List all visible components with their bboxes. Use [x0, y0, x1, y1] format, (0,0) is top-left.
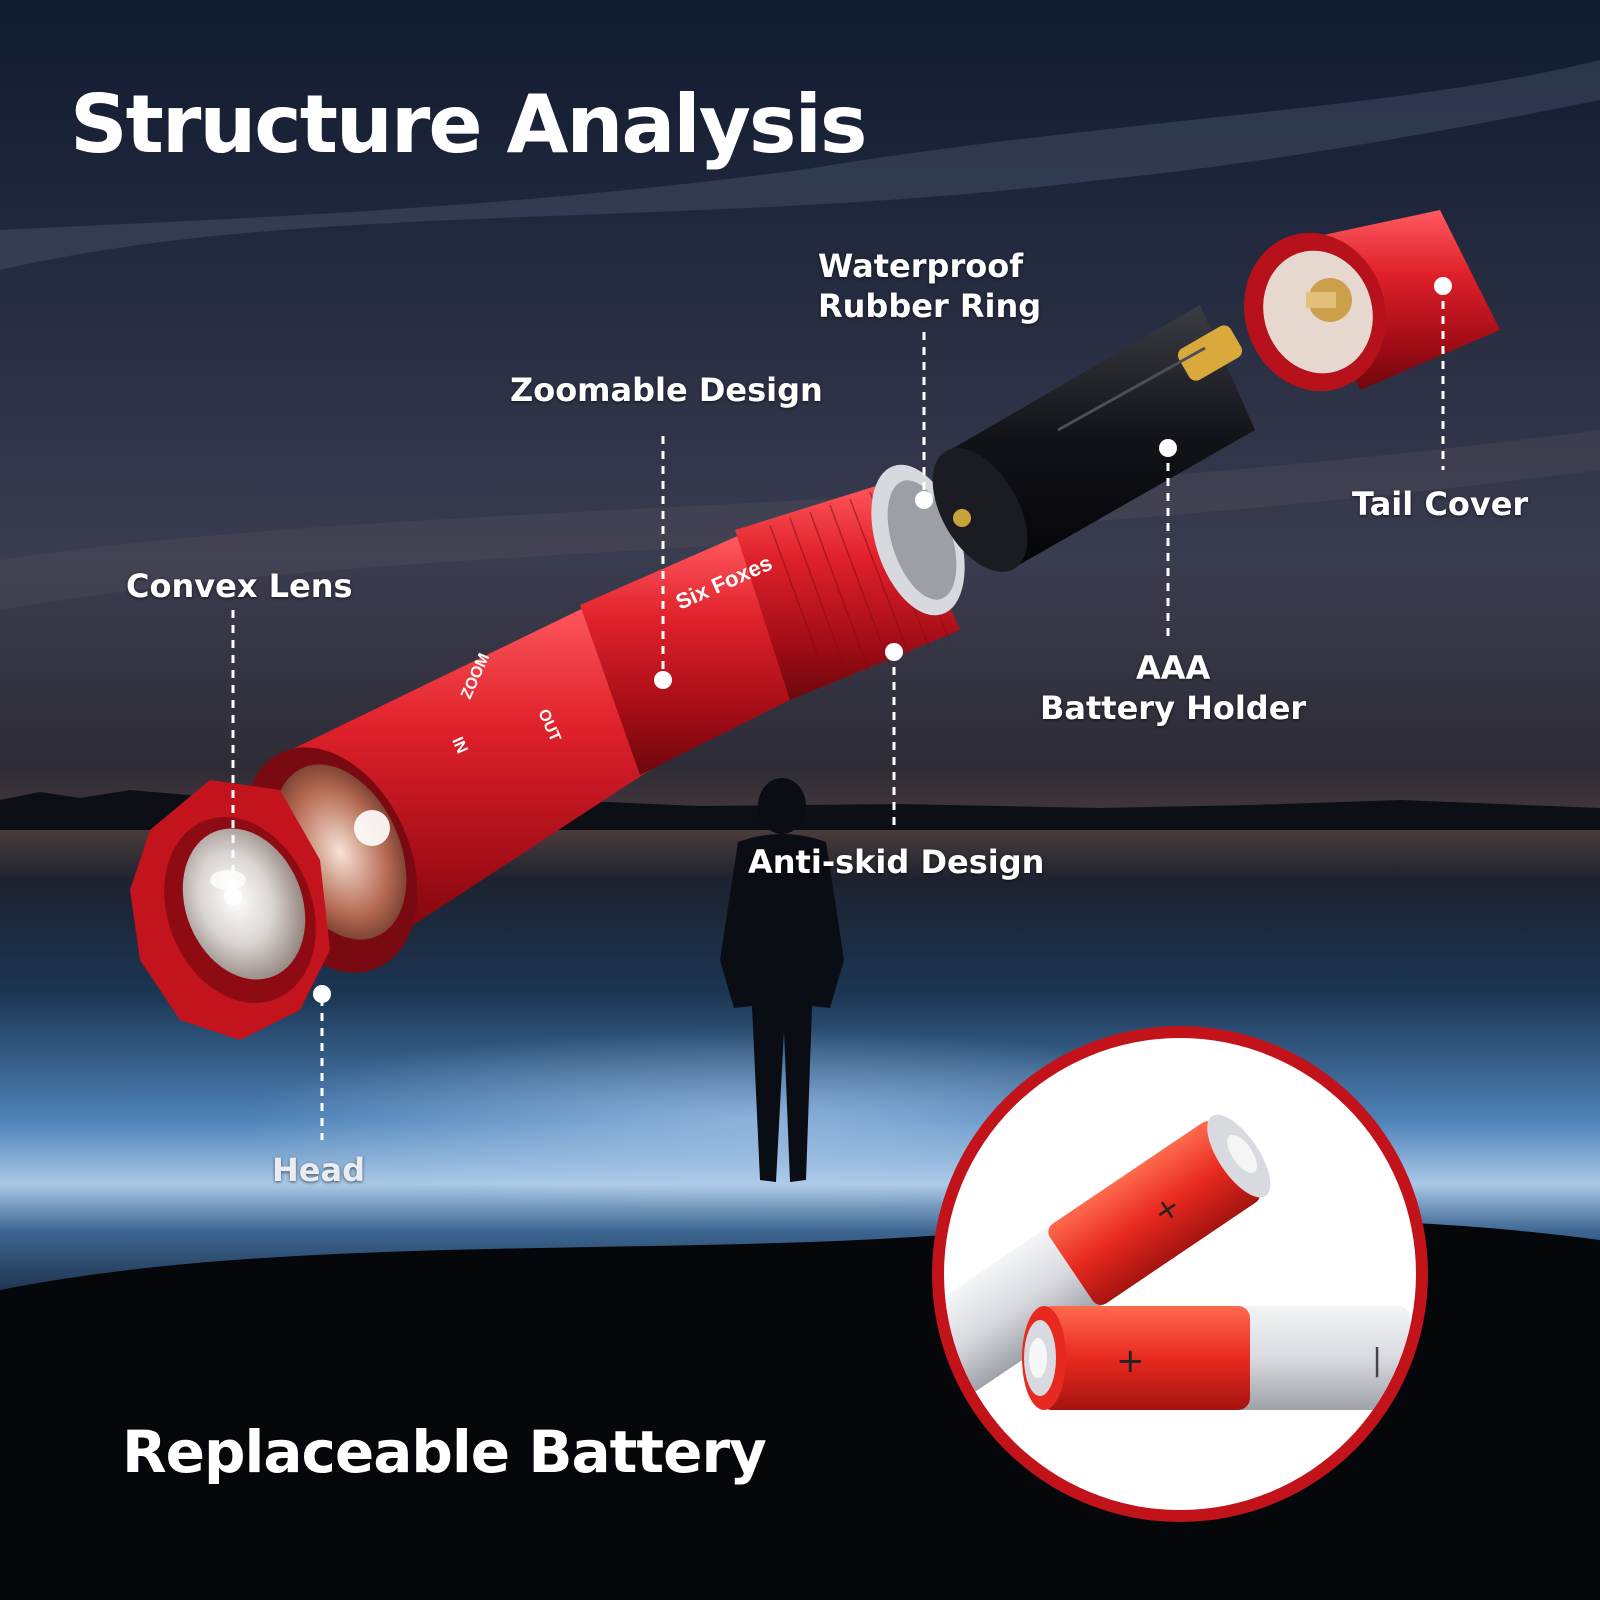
battery-inset: + + | — [932, 1026, 1428, 1522]
flashlight-head — [130, 600, 650, 1040]
callout-head: Head — [272, 1151, 365, 1189]
flashlight-body: Six Foxes ZOOM OUT IN — [448, 464, 965, 775]
page-title: Structure Analysis — [70, 78, 868, 171]
head-dot — [313, 985, 331, 1003]
callout-anti-skid-design: Anti-skid Design — [748, 843, 1045, 881]
callout-zoomable-design: Zoomable Design — [510, 371, 823, 409]
section-subtitle: Replaceable Battery — [122, 1418, 767, 1486]
callout-leaders — [231, 286, 1445, 1140]
zoom-in-marking: IN — [448, 735, 470, 757]
callout-tail-cover: Tail Cover — [1352, 485, 1529, 523]
holder-dot — [1159, 439, 1177, 457]
callout-ring-line-1: Waterproof — [818, 247, 1024, 285]
callout-holder-line-2: Battery Holder — [1040, 689, 1307, 727]
ring-dot — [915, 491, 933, 509]
lens-dot — [224, 887, 242, 905]
tail-cover — [1243, 210, 1500, 392]
skid-dot — [885, 643, 903, 661]
svg-text:+: + — [1116, 1341, 1145, 1381]
zoom-dot — [654, 671, 672, 689]
battery-holder — [932, 305, 1255, 572]
person-silhouette — [720, 778, 844, 1182]
callout-holder-line-1: AAA — [1135, 649, 1211, 687]
svg-text:|: | — [1372, 1343, 1382, 1378]
callout-ring-line-2: Rubber Ring — [818, 287, 1042, 325]
callout-battery-holder: AAA Battery Holder — [1040, 648, 1306, 728]
callout-dots — [224, 277, 1452, 1003]
callout-convex-lens: Convex Lens — [126, 567, 353, 605]
callout-waterproof-rubber-ring: Waterproof Rubber Ring — [818, 246, 1041, 326]
tail-dot — [1434, 277, 1452, 295]
